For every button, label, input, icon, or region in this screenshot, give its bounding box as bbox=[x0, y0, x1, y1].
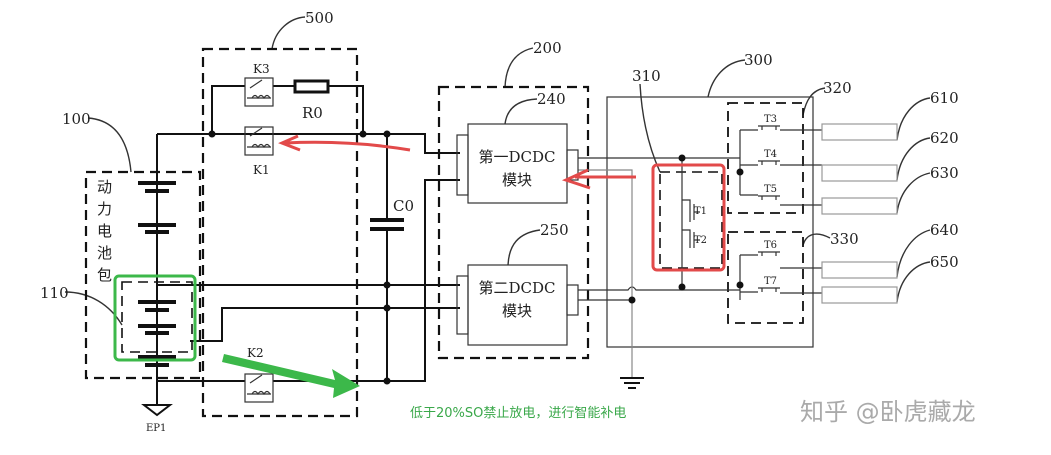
block-200-boundary bbox=[437, 85, 590, 360]
dcdc1-title: 第一DCDC bbox=[478, 148, 555, 166]
signal-wires bbox=[578, 129, 822, 378]
wires bbox=[156, 85, 460, 405]
label-t2: T2 bbox=[694, 235, 707, 246]
ep1-ground-icon bbox=[141, 404, 173, 417]
battery-cells bbox=[138, 181, 176, 367]
leader-lines bbox=[64, 16, 931, 326]
label-t4: T4 bbox=[764, 149, 777, 160]
svg-text:包: 包 bbox=[97, 266, 112, 284]
label-650: 650 bbox=[930, 253, 959, 271]
relay-k1 bbox=[244, 126, 274, 156]
relay-k2 bbox=[244, 373, 274, 403]
label-t7: T7 bbox=[764, 276, 777, 287]
red-highlight-box bbox=[651, 163, 726, 272]
label-320: 320 bbox=[823, 79, 852, 97]
dcdc-module-1 bbox=[456, 123, 579, 204]
label-500: 500 bbox=[305, 9, 334, 27]
label-330: 330 bbox=[830, 230, 859, 248]
red-arrow-dcdc bbox=[561, 168, 636, 190]
label-110: 110 bbox=[40, 284, 69, 302]
label-ep1: EP1 bbox=[146, 423, 166, 434]
red-arrow-k1 bbox=[278, 134, 411, 152]
label-630: 630 bbox=[930, 164, 959, 182]
label-310: 310 bbox=[632, 67, 661, 85]
label-t6: T6 bbox=[764, 240, 777, 251]
label-640: 640 bbox=[930, 221, 959, 239]
dcdc1-subtitle: 模块 bbox=[502, 171, 532, 189]
label-r0: R0 bbox=[302, 104, 323, 122]
ground-icon bbox=[620, 377, 644, 389]
label-t1: T1 bbox=[694, 206, 707, 217]
block-330-boundary bbox=[727, 231, 804, 324]
block-320-boundary bbox=[727, 102, 804, 214]
label-620: 620 bbox=[930, 129, 959, 147]
svg-text:电: 电 bbox=[97, 222, 112, 240]
transistors bbox=[682, 125, 780, 292]
watermark: 知乎 @卧虎藏龙 bbox=[800, 398, 976, 426]
relay-k3 bbox=[244, 77, 274, 107]
annotation-text: 低于20%SO禁止放电，进行智能补电 bbox=[410, 406, 626, 421]
green-arrow bbox=[222, 354, 360, 398]
block-300-boundary bbox=[606, 96, 814, 348]
label-k1: K1 bbox=[253, 163, 270, 177]
capacitor-c0 bbox=[370, 218, 404, 231]
block-500-boundary bbox=[201, 47, 359, 418]
block-100-boundary bbox=[84, 170, 202, 380]
label-k3: K3 bbox=[253, 62, 270, 76]
dcdc2-title: 第二DCDC bbox=[478, 279, 555, 297]
label-250: 250 bbox=[540, 221, 569, 239]
svg-text:力: 力 bbox=[97, 200, 112, 218]
label-c0: C0 bbox=[393, 197, 414, 215]
label-t3: T3 bbox=[764, 114, 777, 125]
label-200: 200 bbox=[533, 39, 562, 57]
dcdc-module-2 bbox=[456, 264, 579, 346]
battery-pack-label: 动 力 电 池 包 bbox=[97, 178, 112, 284]
label-k2: K2 bbox=[247, 346, 264, 360]
label-300: 300 bbox=[744, 51, 773, 69]
svg-text:动: 动 bbox=[97, 178, 112, 196]
label-610: 610 bbox=[930, 89, 959, 107]
green-highlight-box bbox=[113, 274, 197, 362]
block-310-boundary bbox=[659, 171, 723, 269]
label-t5: T5 bbox=[764, 184, 777, 195]
label-240: 240 bbox=[537, 90, 566, 108]
output-boxes bbox=[821, 123, 898, 304]
label-100: 100 bbox=[62, 110, 91, 128]
resistor-r0 bbox=[293, 79, 330, 94]
dcdc2-subtitle: 模块 bbox=[502, 302, 532, 320]
svg-text:池: 池 bbox=[97, 244, 112, 262]
